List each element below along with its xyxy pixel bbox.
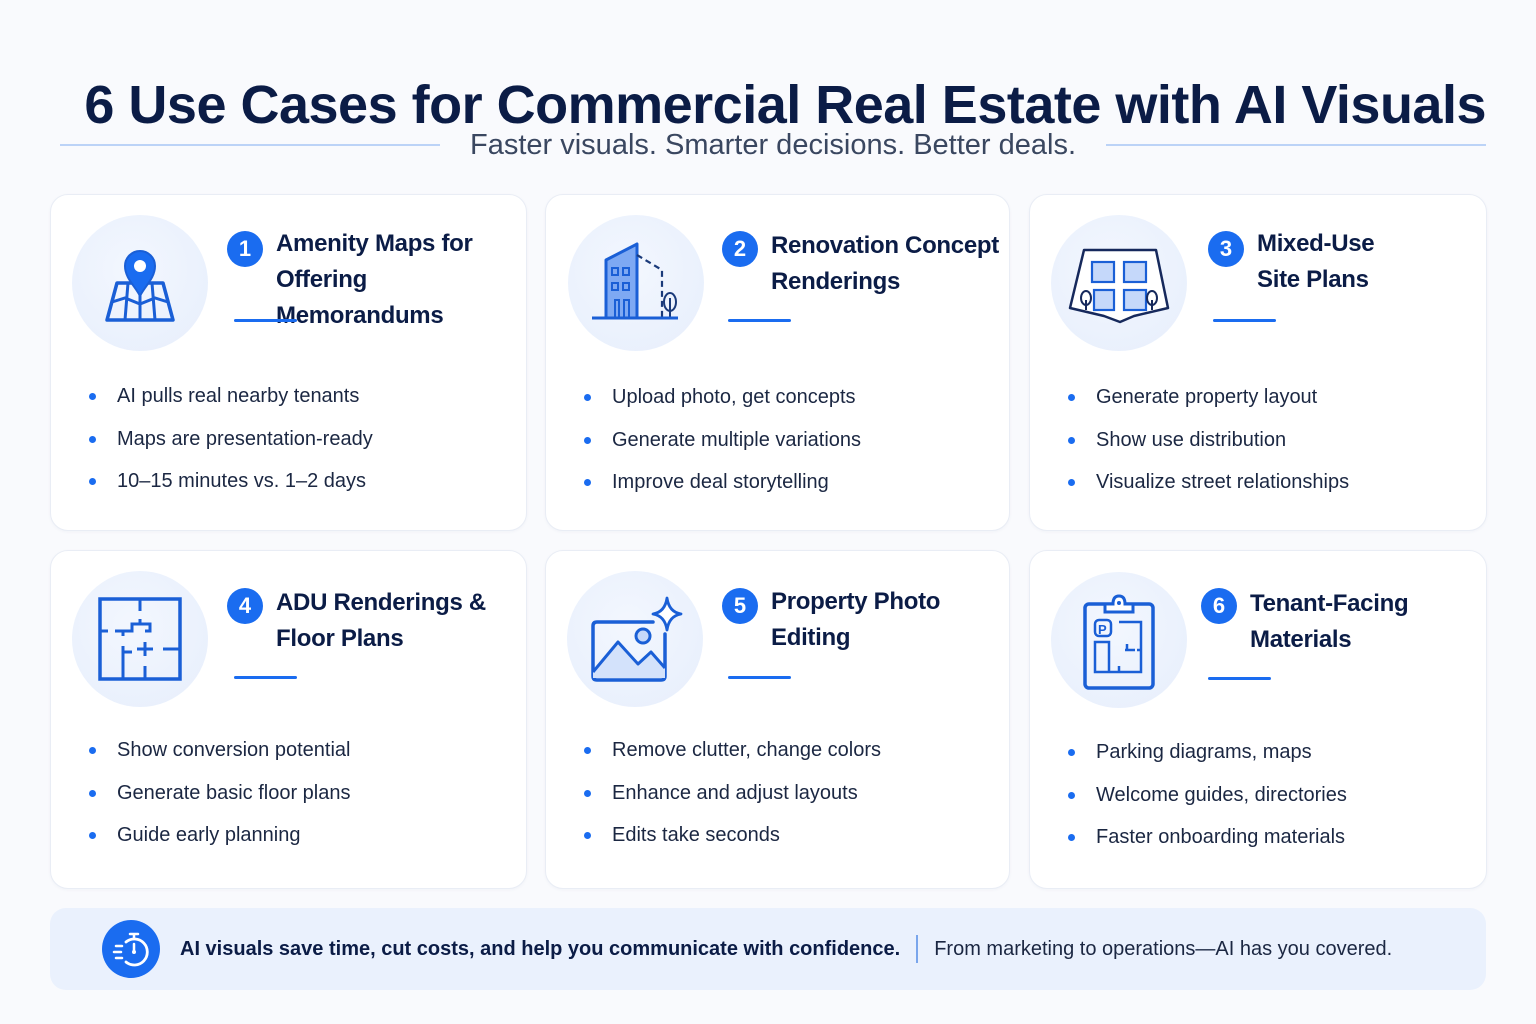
card-title-line2: Renderings <box>771 268 901 295</box>
bullet-item: Welcome guides, directories <box>1068 774 1347 817</box>
card-title-line2: Floor Plans <box>276 625 404 652</box>
footer-banner: AI visuals save time, cut costs, and hel… <box>50 908 1486 990</box>
building-renovation-icon <box>568 215 704 351</box>
card-title-line2: Editing <box>771 624 851 651</box>
bullet-item: Upload photo, get concepts <box>584 376 861 419</box>
card-title-line2: Materials <box>1250 626 1352 653</box>
bullet-item: Generate basic floor plans <box>89 772 350 815</box>
use-case-card-6: P 6 Tenant-Facing Materials Parking diag… <box>1029 550 1487 889</box>
bullet-list: Remove clutter, change colors Enhance an… <box>584 729 881 857</box>
bullet-item: Guide early planning <box>89 814 350 857</box>
card-title: Tenant-Facing Materials <box>1250 586 1409 658</box>
title-underline <box>1208 677 1271 680</box>
footer-sub-message: From marketing to operations—AI has you … <box>934 937 1393 960</box>
card-title-line1: Property Photo <box>771 588 941 615</box>
footer-main-message: AI visuals save time, cut costs, and hel… <box>180 937 901 960</box>
bullet-list: Generate property layout Show use distri… <box>1068 376 1349 504</box>
use-case-card-3: 3 Mixed-Use Site Plans Generate property… <box>1029 194 1487 531</box>
use-case-card-1: 1 Amenity Maps for Offering Memorandums … <box>50 194 527 531</box>
card-title-line1: Amenity Maps for <box>276 230 473 257</box>
bullet-list: Parking diagrams, maps Welcome guides, d… <box>1068 731 1347 859</box>
page-subtitle: Faster visuals. Smarter decisions. Bette… <box>470 128 1077 161</box>
footer-separator <box>916 935 919 963</box>
bullet-list: Show conversion potential Generate basic… <box>89 729 350 857</box>
card-title: Mixed-Use Site Plans <box>1257 226 1375 298</box>
map-pin-icon <box>72 215 208 351</box>
card-title-line2: Site Plans <box>1257 266 1369 293</box>
page-title: 6 Use Cases for Commercial Real Estate w… <box>84 75 1486 136</box>
step-badge-2: 2 <box>722 231 758 267</box>
bullet-item: Generate property layout <box>1068 376 1349 419</box>
card-title: Amenity Maps for Offering Memorandums <box>276 226 526 334</box>
divider-left <box>60 144 440 146</box>
card-title-line2: Offering Memorandums <box>276 266 444 329</box>
photo-sparkle-icon <box>567 571 703 707</box>
floor-plan-icon <box>72 571 208 707</box>
bullet-item: Edits take seconds <box>584 814 881 857</box>
card-title: Property Photo Editing <box>771 584 940 656</box>
svg-text:P: P <box>1098 622 1107 637</box>
use-case-card-5: 5 Property Photo Editing Remove clutter,… <box>545 550 1010 889</box>
use-case-card-4: 4 ADU Renderings & Floor Plans Show conv… <box>50 550 527 889</box>
bullet-list: AI pulls real nearby tenants Maps are pr… <box>89 375 373 503</box>
card-title-line1: Renovation Concept <box>771 232 999 259</box>
title-underline <box>1213 319 1276 322</box>
step-badge-4: 4 <box>227 588 263 624</box>
bullet-item: Show conversion potential <box>89 729 350 772</box>
bullet-list: Upload photo, get concepts Generate mult… <box>584 376 861 504</box>
stopwatch-icon <box>102 920 160 978</box>
step-badge-6: 6 <box>1201 588 1237 624</box>
subtitle-row: Faster visuals. Smarter decisions. Bette… <box>60 122 1487 168</box>
title-underline <box>728 319 791 322</box>
card-title: ADU Renderings & Floor Plans <box>276 585 486 657</box>
site-plan-icon <box>1051 215 1187 351</box>
use-case-card-2: 2 Renovation Concept Renderings Upload p… <box>545 194 1010 531</box>
title-underline <box>234 319 297 322</box>
card-title-line1: Tenant-Facing <box>1250 590 1409 617</box>
bullet-item: Parking diagrams, maps <box>1068 731 1347 774</box>
step-badge-5: 5 <box>722 588 758 624</box>
bullet-item: Faster onboarding materials <box>1068 816 1347 859</box>
card-title-line1: ADU Renderings & <box>276 589 486 616</box>
step-badge-3: 3 <box>1208 231 1244 267</box>
title-underline <box>728 676 791 679</box>
bullet-item: Remove clutter, change colors <box>584 729 881 772</box>
bullet-item: Enhance and adjust layouts <box>584 772 881 815</box>
bullet-item: AI pulls real nearby tenants <box>89 375 373 418</box>
bullet-item: Show use distribution <box>1068 419 1349 462</box>
bullet-item: Generate multiple variations <box>584 419 861 462</box>
bullet-item: Visualize street relationships <box>1068 461 1349 504</box>
clipboard-parking-icon: P <box>1051 572 1187 708</box>
bullet-item: Improve deal storytelling <box>584 461 861 504</box>
card-title: Renovation Concept Renderings <box>771 228 999 300</box>
bullet-item: 10–15 minutes vs. 1–2 days <box>89 460 373 503</box>
bullet-item: Maps are presentation-ready <box>89 418 373 461</box>
card-title-line1: Mixed-Use <box>1257 230 1375 257</box>
title-underline <box>234 676 297 679</box>
step-badge-1: 1 <box>227 231 263 267</box>
divider-right <box>1106 144 1487 146</box>
